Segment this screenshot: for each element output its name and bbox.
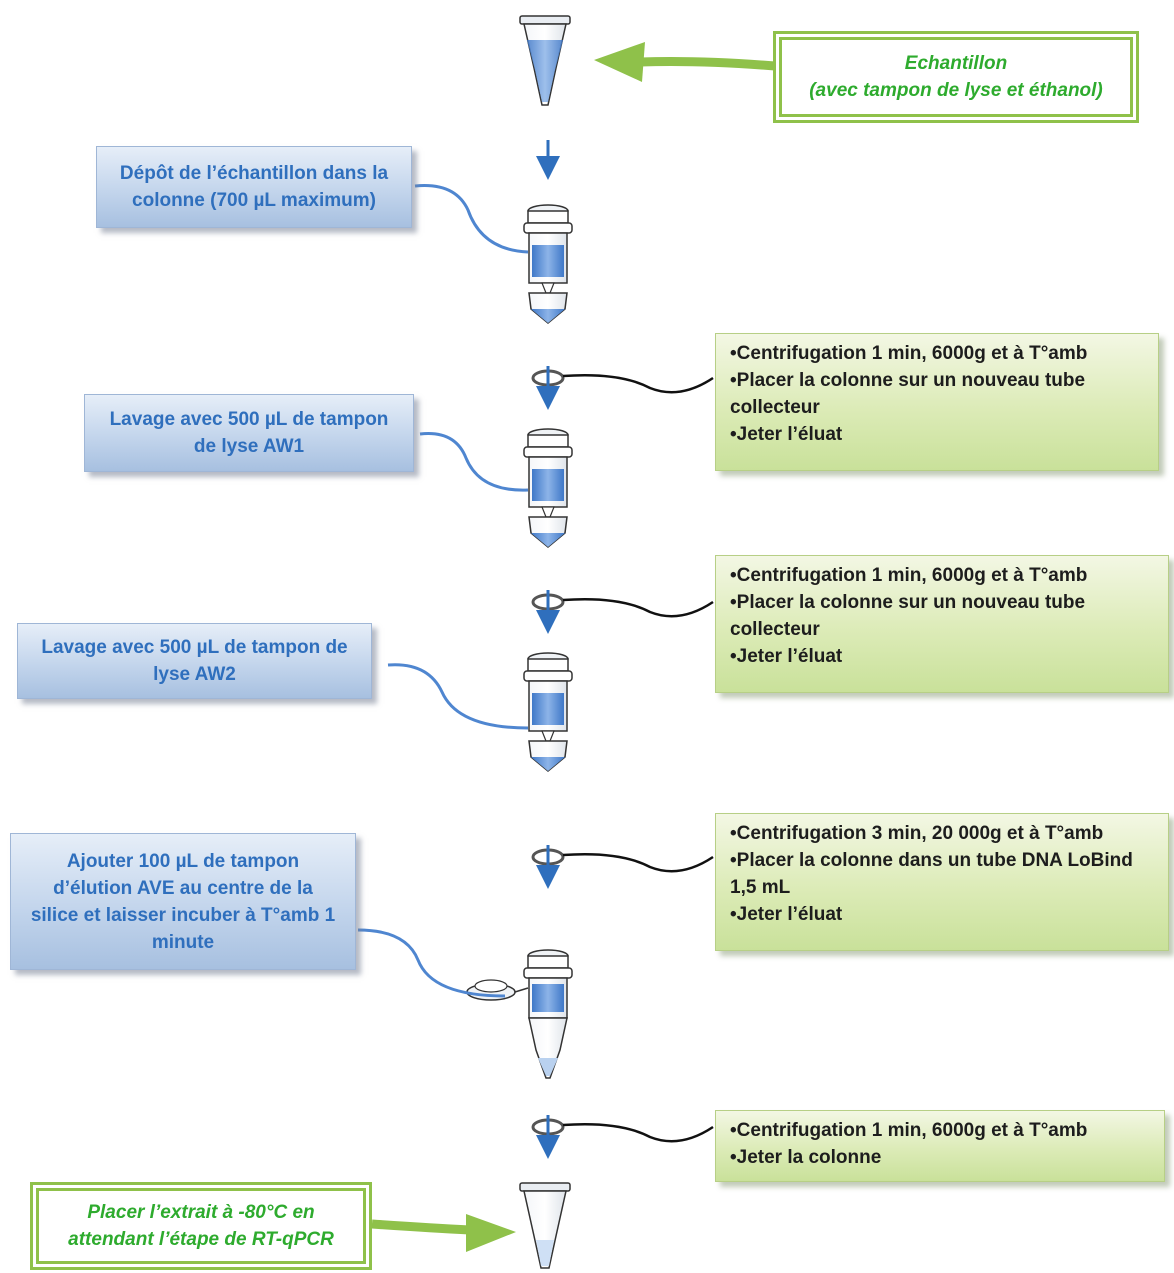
step-3-line2: lyse AW2 (153, 664, 236, 685)
centrifuge-2-line3: collecteur (730, 619, 820, 640)
centrifuge-connector-1 (562, 373, 714, 394)
spin-column-4 (466, 949, 573, 1079)
centrifuge-3-line1: •Centrifugation 3 min, 20 000g et à T°am… (730, 823, 1104, 844)
centrifuge-icon-1 (531, 366, 565, 410)
final-tube (519, 1182, 571, 1269)
centrifuge-3-line2: •Placer la colonne dans un tube DNA LoBi… (730, 850, 1133, 871)
centrifuge-box-4: •Centrifugation 1 min, 6000g et à T°amb … (715, 1110, 1165, 1182)
step-box-1: Dépôt de l’échantillon dans la colonne (… (96, 146, 412, 228)
sample-arrow (594, 42, 776, 82)
centrifuge-2-line2: •Placer la colonne sur un nouveau tube (730, 592, 1086, 613)
centrifuge-3-line4: •Jeter l’éluat (730, 904, 843, 925)
centrifuge-icon-4 (531, 1115, 565, 1159)
centrifuge-1-line4: •Jeter l’éluat (730, 424, 843, 445)
sample-box: Echantillon (avec tampon de lyse et étha… (773, 31, 1139, 123)
centrifuge-box-3: •Centrifugation 3 min, 20 000g et à T°am… (715, 813, 1169, 951)
step-connector-3 (387, 663, 529, 730)
centrifuge-icon-3 (531, 845, 565, 889)
centrifuge-1-line2: •Placer la colonne sur un nouveau tube (730, 370, 1086, 391)
step-1-line2: colonne (700 µL maximum) (132, 190, 376, 211)
step-box-4: Ajouter 100 µL de tampon d’élution AVE a… (10, 833, 356, 970)
step-connector-2 (419, 432, 529, 492)
step-box-3: Lavage avec 500 µL de tampon de lyse AW2 (17, 623, 372, 699)
step-connector-1 (414, 184, 529, 254)
centrifuge-2-line1: •Centrifugation 1 min, 6000g et à T°amb (730, 565, 1088, 586)
step-4-line2: d’élution AVE au centre de la (53, 877, 313, 899)
centrifuge-4-line2: •Jeter la colonne (730, 1147, 882, 1168)
centrifuge-connector-2 (562, 597, 714, 618)
final-step-line2: attendant l’étape de RT-qPCR (68, 1229, 334, 1250)
spin-column-2 (523, 428, 573, 548)
centrifuge-box-1: •Centrifugation 1 min, 6000g et à T°amb … (715, 333, 1159, 471)
centrifuge-1-line1: •Centrifugation 1 min, 6000g et à T°amb (730, 343, 1088, 364)
centrifuge-connector-4 (562, 1122, 714, 1143)
centrifuge-1-line3: collecteur (730, 397, 820, 418)
step-2-line1: Lavage avec 500 µL de tampon (109, 409, 389, 430)
step-4-line3: silice et laisser incuber à T°amb 1 (30, 904, 336, 926)
final-step-line1: Placer l’extrait à -80°C en (87, 1202, 315, 1223)
step-connector-4 (357, 928, 506, 998)
sample-tube (519, 15, 571, 106)
step-box-2: Lavage avec 500 µL de tampon de lyse AW1 (84, 394, 414, 472)
spin-column-3 (523, 652, 573, 772)
centrifuge-2-line4: •Jeter l’éluat (730, 646, 843, 667)
centrifuge-3-line3: 1,5 mL (730, 877, 791, 898)
step-4-line1: Ajouter 100 µL de tampon (66, 850, 300, 872)
step-4-line4: minute (151, 931, 215, 953)
centrifuge-box-2: •Centrifugation 1 min, 6000g et à T°amb … (715, 555, 1169, 693)
centrifuge-4-line1: •Centrifugation 1 min, 6000g et à T°amb (730, 1120, 1088, 1141)
centrifuge-connector-3 (562, 852, 714, 873)
sample-box-line1: Echantillon (904, 53, 1008, 74)
step-2-line2: de lyse AW1 (193, 436, 305, 457)
final-step-box: Placer l’extrait à -80°C en attendant l’… (30, 1182, 372, 1270)
step-1-line1: Dépôt de l’échantillon dans la (119, 163, 389, 184)
sample-box-line2: (avec tampon de lyse et éthanol) (809, 80, 1103, 101)
final-arrow (371, 1214, 516, 1252)
spin-column-1 (523, 204, 573, 324)
centrifuge-icon-2 (531, 590, 565, 634)
step-3-line1: Lavage avec 500 µL de tampon de (41, 637, 348, 658)
